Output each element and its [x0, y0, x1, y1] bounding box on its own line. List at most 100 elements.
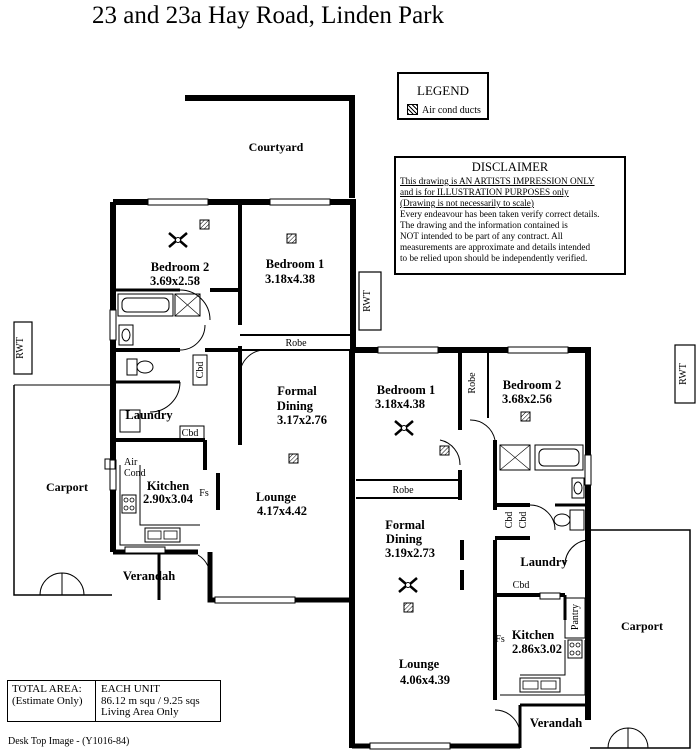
formal-dining-label: Dining: [386, 532, 423, 546]
total-area-value-line: 86.12 m squ / 9.25 sqs: [101, 694, 200, 707]
disclaimer-title: DISCLAIMER: [471, 160, 549, 174]
fridge-space-label: Fs: [495, 634, 505, 645]
page-title: 23 and 23a Hay Road, Linden Park: [92, 2, 445, 29]
total-area-label: TOTAL AREA: (Estimate Only): [8, 681, 96, 721]
window: [214, 596, 296, 604]
vanity: [118, 324, 134, 346]
cbd-label: Cbd: [518, 512, 529, 529]
bedroom-2-label: Bedroom 2: [503, 378, 561, 392]
disclaimer-line: (Drawing is not necessarily to scale): [400, 198, 534, 208]
toilet: [126, 358, 138, 376]
legend: LEGEND Air cond ducts: [397, 72, 489, 120]
window: [147, 198, 209, 206]
window: [377, 346, 439, 354]
pantry-label: Pantry: [570, 604, 581, 630]
total-area-label-line: (Estimate Only): [12, 694, 83, 707]
toilet: [569, 509, 585, 531]
cbd-label: Cbd: [182, 428, 199, 439]
cooktop: [567, 639, 583, 659]
laundry-label: Laundry: [520, 555, 568, 569]
courtyard-wall: [185, 95, 355, 198]
legend-item-label: Air cond ducts: [422, 105, 481, 116]
carport-outline: [13, 385, 112, 596]
robe-label: Robe: [285, 338, 307, 349]
air-duct-icon: [439, 445, 450, 456]
window: [507, 346, 569, 354]
laundry-label: Laundry: [125, 408, 173, 422]
window: [124, 546, 166, 554]
formal-dining-dims: 3.17x2.76: [277, 413, 327, 427]
disclaimer-line: The drawing and the information containe…: [400, 220, 568, 230]
total-area-box: TOTAL AREA: (Estimate Only) EACH UNIT 86…: [7, 680, 221, 722]
bedroom-1-label: Bedroom 1: [377, 383, 435, 397]
footer-caption: Desk Top Image - (Y1016-84): [8, 736, 130, 747]
lounge-label: Lounge: [256, 490, 297, 504]
lounge-dims: 4.17x4.42: [257, 504, 307, 518]
air-duct-icon: [403, 602, 414, 613]
lounge-dims: 4.06x4.39: [400, 673, 450, 687]
bedroom-2-dims: 3.68x2.56: [502, 392, 552, 406]
rwt-tank: [358, 271, 382, 331]
disclaimer-line: and is for ILLUSTRATION PURPOSES only: [400, 187, 569, 197]
bedroom-1-dims: 3.18x4.38: [265, 272, 315, 286]
window: [269, 198, 331, 206]
window: [584, 454, 592, 486]
right-unit: [349, 344, 696, 750]
bathtub: [534, 444, 584, 471]
rwt-label: RWT: [362, 290, 373, 312]
shower: [174, 293, 201, 317]
rwt-label: RWT: [678, 363, 689, 385]
total-area-label-line: TOTAL AREA:: [12, 683, 82, 695]
bathtub: [117, 293, 174, 317]
disclaimer-line: This drawing is AN ARTISTS IMPRESSION ON…: [400, 176, 595, 186]
lounge-label: Lounge: [399, 657, 440, 671]
disclaimer-line: NOT intended to be part of any contract.…: [400, 231, 563, 241]
carport-label: Carport: [621, 619, 663, 633]
cbd-label: Cbd: [504, 512, 515, 529]
formal-dining-dims: 3.19x2.73: [385, 546, 435, 560]
total-area-value-line: Living Area Only: [101, 706, 179, 718]
bedroom-1-dims: 3.18x4.38: [375, 397, 425, 411]
shower: [499, 444, 531, 471]
vanity: [571, 477, 585, 499]
carport-gate: [607, 727, 649, 749]
window: [369, 742, 451, 750]
air-duct-icon: [286, 233, 297, 244]
cbd-label: Cbd: [195, 362, 206, 379]
bedroom-2-dims: 3.69x2.58: [150, 274, 200, 288]
left-unit-exterior-wall: [113, 199, 356, 352]
kitchen-label: Kitchen: [147, 479, 189, 493]
formal-dining-label: Formal: [277, 384, 317, 398]
bedroom-2-label: Bedroom 2: [151, 260, 209, 274]
ceiling-fan-icon: [394, 420, 414, 436]
rwt-tank: [13, 321, 33, 375]
air-duct-icon: [199, 219, 210, 230]
air-duct-icon: [520, 411, 531, 422]
verandah-label: Verandah: [123, 569, 175, 583]
cooktop: [121, 494, 137, 514]
carport-outline: [590, 529, 691, 749]
total-area-value: EACH UNIT 86.12 m squ / 9.25 sqs Living …: [96, 681, 200, 719]
sink: [519, 677, 561, 693]
disclaimer-line: Every endeavour has been taken verify co…: [400, 209, 600, 219]
kitchen-label: Kitchen: [512, 628, 554, 642]
legend-item: Air cond ducts: [407, 104, 481, 116]
rwt-label: RWT: [15, 337, 26, 359]
robe-label: Robe: [467, 372, 478, 394]
window: [109, 459, 117, 491]
window: [539, 592, 561, 600]
bedroom-1-label: Bedroom 1: [266, 257, 324, 271]
carport-label: Carport: [46, 480, 88, 494]
kitchen-dims: 2.90x3.04: [143, 492, 194, 506]
ceiling-fan-icon: [398, 577, 418, 593]
air-duct-icon: [288, 453, 299, 464]
air-cond-label: Cond: [124, 468, 146, 479]
disclaimer: DISCLAIMER This drawing is AN ARTISTS IM…: [394, 156, 626, 275]
disclaimer-line: measurements are approximate and details…: [400, 242, 591, 252]
legend-title: LEGEND: [417, 83, 469, 98]
rwt-tank: [674, 344, 696, 404]
robe-label: Robe: [392, 485, 414, 496]
left-unit: [13, 95, 382, 604]
air-cond-label: Air: [124, 457, 138, 468]
